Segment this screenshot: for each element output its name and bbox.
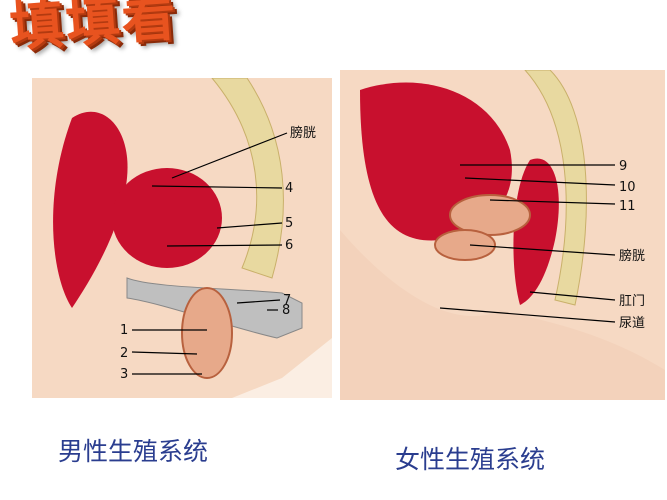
male-bladder-shape <box>112 168 222 268</box>
male-caption: 男性生殖系统 <box>58 437 209 466</box>
female-reproductive-diagram: 9 10 11 膀胱 肛门 尿道 <box>340 70 665 400</box>
male-label-3: 3 <box>120 367 128 382</box>
male-rectum-tissue <box>53 111 128 308</box>
female-lower-body <box>340 230 665 400</box>
female-label-9: 9 <box>619 159 627 174</box>
male-label-1: 1 <box>120 323 128 338</box>
male-label-bladder: 膀胱 <box>290 125 316 141</box>
male-reproductive-diagram: 膀胱 4 5 6 7 8 1 2 3 <box>32 78 332 398</box>
female-label-anus: 肛门 <box>619 294 645 309</box>
male-label-5: 5 <box>285 216 293 231</box>
female-spine <box>524 70 587 306</box>
female-bladder-shape <box>434 229 496 261</box>
male-label-7: 7 <box>283 293 291 308</box>
female-label-10: 10 <box>619 180 636 195</box>
male-label-8: 8 <box>282 303 290 318</box>
page-title: 填填看 <box>7 0 180 59</box>
male-label-6: 6 <box>285 238 293 253</box>
female-uterus-shape <box>449 194 531 236</box>
male-testis-shape <box>181 287 233 379</box>
female-caption: 女性生殖系统 <box>395 445 546 474</box>
male-label-4: 4 <box>285 181 293 196</box>
male-label-2: 2 <box>120 346 128 361</box>
female-label-bladder: 膀胱 <box>619 248 645 264</box>
male-spine <box>211 78 284 279</box>
female-label-urethra: 尿道 <box>619 316 645 331</box>
female-label-11: 11 <box>619 199 636 214</box>
female-rectum-shape <box>513 158 559 305</box>
